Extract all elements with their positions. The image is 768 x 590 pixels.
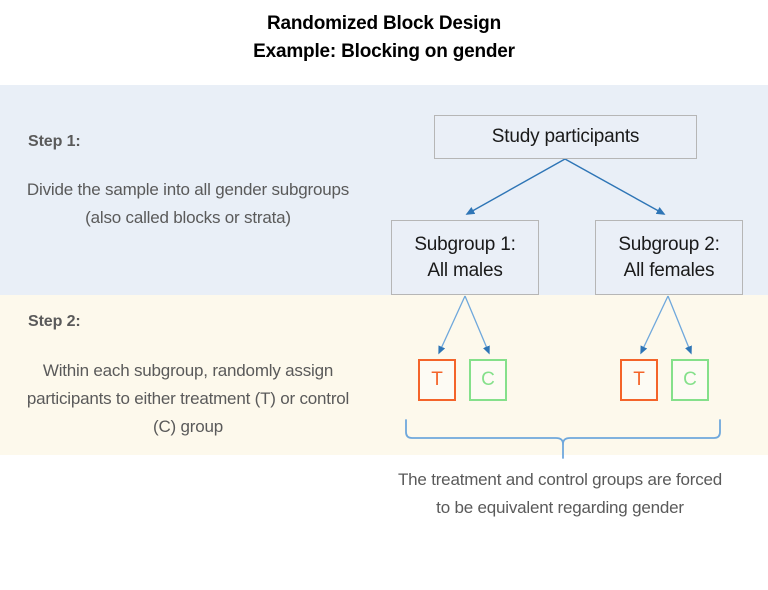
step1-description: Divide the sample into all gender subgro… <box>26 180 350 227</box>
subgroup1-control-box[interactable]: C <box>469 359 507 401</box>
node-study-participants[interactable]: Study participants <box>434 115 697 159</box>
step1-label: Step 1: <box>28 133 81 150</box>
title-line-2: Example: Blocking on gender <box>253 41 515 62</box>
page-title: Randomized Block Design Example: Blockin… <box>0 10 768 66</box>
step2-label: Step 2: <box>28 313 81 330</box>
subgroup2-control-box[interactable]: C <box>671 359 709 401</box>
step2-description: Within each subgroup, randomly assign pa… <box>26 361 350 436</box>
node-subgroup-1[interactable]: Subgroup 1: All males <box>391 220 539 295</box>
summary-caption: The treatment and control groups are for… <box>397 470 723 517</box>
node-subgroup-2[interactable]: Subgroup 2: All females <box>595 220 743 295</box>
title-line-1: Randomized Block Design <box>267 13 501 34</box>
subgroup1-treatment-box[interactable]: T <box>418 359 456 401</box>
subgroup2-treatment-box[interactable]: T <box>620 359 658 401</box>
